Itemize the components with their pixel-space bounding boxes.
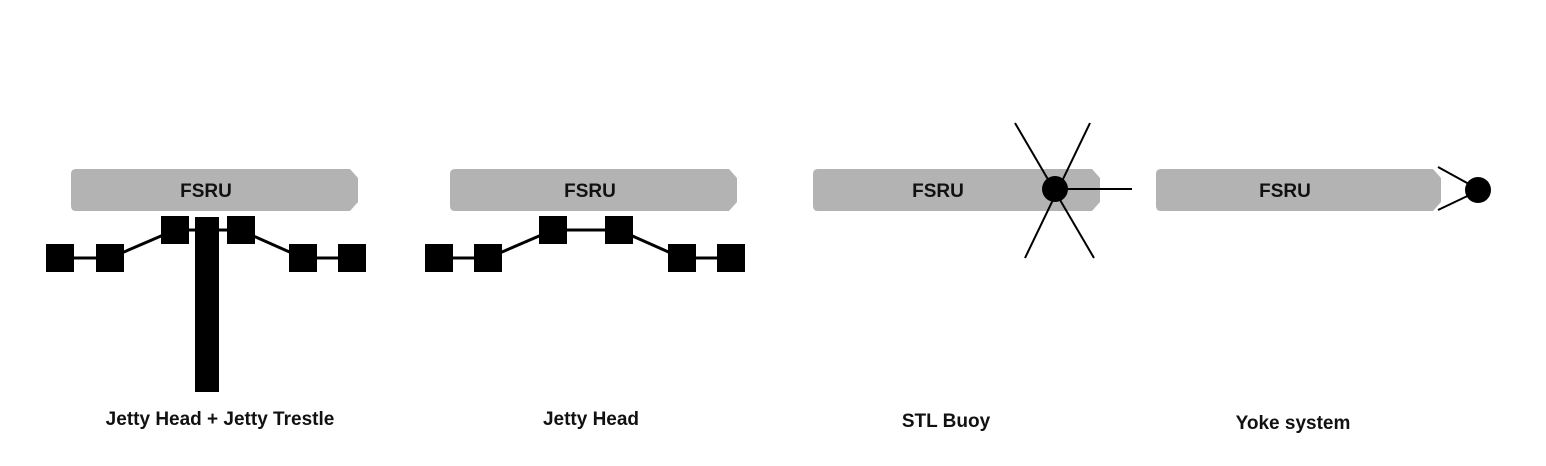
fsru-hull — [71, 169, 358, 211]
fsru-label: FSRU — [912, 181, 964, 202]
jetty-trestle — [195, 217, 219, 392]
mooring-dolphin — [605, 216, 633, 244]
yoke-tower — [1465, 177, 1491, 203]
panel-yoke-system: FSRU — [1156, 166, 1491, 211]
panel-jetty-head: FSRU — [425, 169, 745, 272]
stl-buoy — [1042, 176, 1068, 202]
caption-jetty-head-trestle: Jetty Head + Jetty Trestle — [105, 409, 335, 430]
mooring-dolphin — [539, 216, 567, 244]
panel-stl-buoy: FSRU — [813, 122, 1132, 259]
mooring-dolphin — [338, 244, 366, 272]
caption-stl-buoy: STL Buoy — [901, 411, 991, 432]
fsru-hull — [1156, 169, 1441, 211]
fsru-hull — [813, 169, 1100, 211]
fsru-label: FSRU — [180, 181, 232, 202]
mooring-dolphin — [717, 244, 745, 272]
mooring-dolphin — [96, 244, 124, 272]
mooring-dolphin — [289, 244, 317, 272]
caption-yoke-system: Yoke system — [1235, 413, 1351, 434]
fsru-label: FSRU — [1259, 181, 1311, 202]
mooring-dolphin — [668, 244, 696, 272]
caption-jetty-head: Jetty Head — [542, 409, 640, 430]
mooring-dolphin — [425, 244, 453, 272]
panel-jetty-head-trestle: FSRU — [46, 169, 366, 392]
mooring-dolphin — [227, 216, 255, 244]
mooring-dolphin — [474, 244, 502, 272]
mooring-dolphin — [46, 244, 74, 272]
mooring-dolphin — [161, 216, 189, 244]
fsru-label: FSRU — [564, 181, 616, 202]
fsru-hull — [450, 169, 737, 211]
